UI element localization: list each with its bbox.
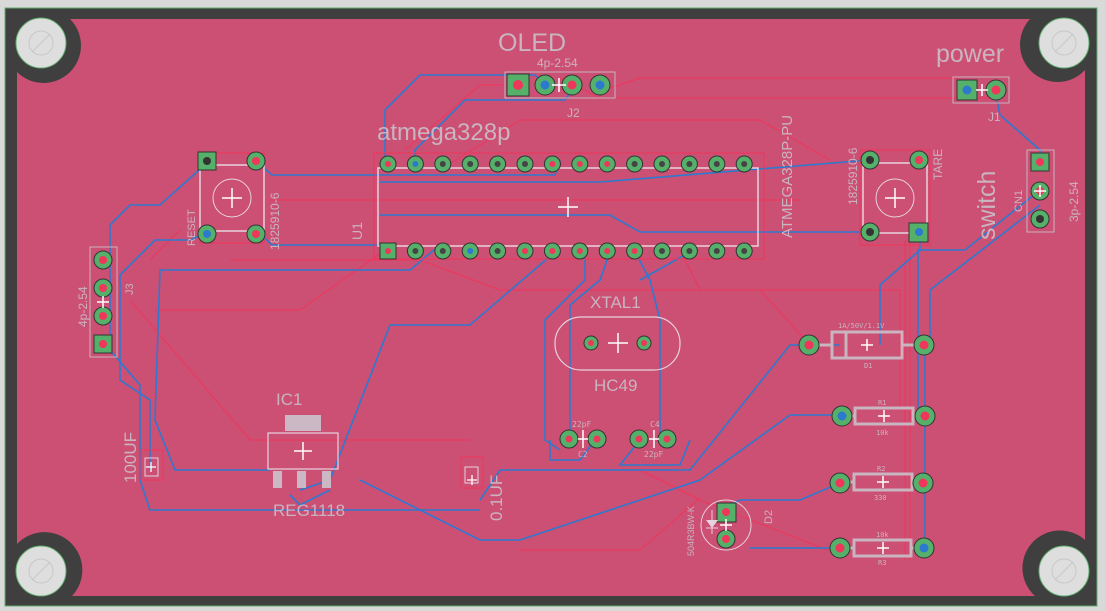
u1-pad-hole [604, 248, 611, 254]
label-d1-value: 1A/50V/1.1V [838, 322, 885, 330]
capacitor-100uf[interactable] [140, 449, 164, 481]
label-c4-ref: C4 [650, 420, 660, 429]
u1-pad-hole [467, 161, 474, 167]
u1-pad-hole [522, 161, 528, 167]
u1-pad-hole [467, 248, 474, 254]
label-j1-ref: J1 [988, 110, 1001, 124]
label-r1-value: 10k [876, 429, 889, 437]
u1-pad-hole [741, 248, 748, 254]
label-ic1-ref: IC1 [276, 390, 302, 409]
ic-u1-atmega328p[interactable] [373, 152, 765, 260]
label-cn1-ref: CN1 [1013, 190, 1025, 212]
top-traces [129, 77, 990, 560]
board-copper-fill [17, 19, 1085, 596]
mount-hole-top-left [15, 17, 67, 69]
label-cap-0-1uf: 0.1UF [487, 475, 506, 521]
label-d2-value: 504R3BW-K [686, 506, 696, 556]
mount-hole-bottom-left [15, 545, 67, 597]
label-r2-value: 330 [874, 494, 887, 502]
label-ic1-value: REG1118 [273, 501, 345, 520]
resistor-r2[interactable] [829, 472, 934, 494]
connector-j2-oled[interactable] [504, 71, 616, 99]
label-xtal-ref: XTAL1 [590, 293, 641, 312]
u1-pad-hole [686, 161, 693, 167]
u1-pad-hole [494, 161, 501, 167]
connector-j1-power[interactable] [952, 76, 1010, 104]
label-j3-package: 4p-2.54 [76, 286, 90, 327]
regulator-ic1[interactable] [267, 415, 339, 488]
capacitor-c4[interactable] [629, 429, 677, 449]
label-r2-ref: R2 [877, 465, 885, 473]
label-j2-ref: J2 [567, 106, 580, 120]
label-switch: switch [973, 171, 1001, 240]
label-u1-ref: U1 [349, 222, 365, 240]
label-c2-ref: C2 [578, 450, 588, 459]
led-d2[interactable] [700, 499, 752, 551]
label-c2-value: 22pF [572, 420, 591, 429]
label-d2-ref: D2 [763, 510, 775, 524]
mount-hole-top-right [1038, 17, 1090, 69]
label-r3-ref: R3 [878, 559, 886, 567]
capacitor-c2[interactable] [559, 429, 607, 449]
label-sw2-value: 1825910-6 [846, 147, 860, 205]
u1-pad-hole [604, 161, 611, 167]
resistor-r3[interactable] [829, 537, 935, 559]
u1-pad-hole [631, 248, 638, 254]
u1-pad-hole [713, 248, 720, 254]
crystal-xtal1[interactable] [554, 316, 681, 371]
u1-pad-hole [494, 248, 501, 254]
label-j2-package: 4p-2.54 [537, 56, 578, 70]
u1-pad-hole [522, 248, 528, 254]
label-r1-ref: R1 [878, 399, 886, 407]
label-c4-value: 22pF [644, 450, 663, 459]
label-xtal-value: HC49 [594, 376, 637, 395]
u1-pad-hole [549, 161, 556, 167]
u1-pad-hole [385, 161, 391, 167]
label-sw1-value: 1825910-6 [268, 192, 282, 250]
u1-pad-hole [659, 161, 665, 167]
resistor-r1[interactable] [831, 405, 936, 427]
switch-tare[interactable] [859, 149, 931, 246]
label-tare: TARE [931, 149, 945, 180]
connector-j3[interactable] [89, 246, 118, 358]
u1-pad-hole [686, 248, 693, 254]
label-r3-value: 10k [876, 531, 889, 539]
mount-hole-bottom-right [1038, 545, 1090, 597]
label-reset: RESET [186, 209, 198, 246]
label-oled: OLED [498, 29, 566, 57]
u1-pad-hole [412, 161, 419, 167]
u1-pad-hole [741, 161, 748, 167]
u1-pad-hole [385, 248, 391, 254]
diode-d1[interactable] [798, 330, 935, 360]
u1-pad-hole [412, 248, 419, 254]
label-d1-ref: D1 [864, 362, 872, 370]
label-power: power [936, 40, 1004, 68]
u1-pad-hole [439, 161, 446, 167]
connector-cn1-switch[interactable] [1026, 149, 1055, 233]
label-u1-value: ATMEGA328P-PU [779, 115, 796, 238]
label-cap-100uf: 100UF [121, 432, 140, 483]
u1-pad-hole [659, 248, 665, 254]
label-cn1-package: 3p-2.54 [1067, 181, 1081, 222]
u1-pad-hole [549, 248, 556, 254]
u1-pad-hole [576, 161, 583, 167]
label-atmega: atmega328p [377, 119, 510, 146]
switch-reset[interactable] [197, 151, 266, 244]
u1-pins [379, 155, 753, 260]
u1-pad-hole [713, 161, 720, 167]
capacitor-0-1uf[interactable] [460, 456, 484, 489]
u1-pad-hole [439, 248, 446, 254]
u1-pad-hole [631, 161, 638, 167]
label-j3-ref: J3 [124, 283, 136, 295]
u1-pad-hole [576, 248, 583, 254]
